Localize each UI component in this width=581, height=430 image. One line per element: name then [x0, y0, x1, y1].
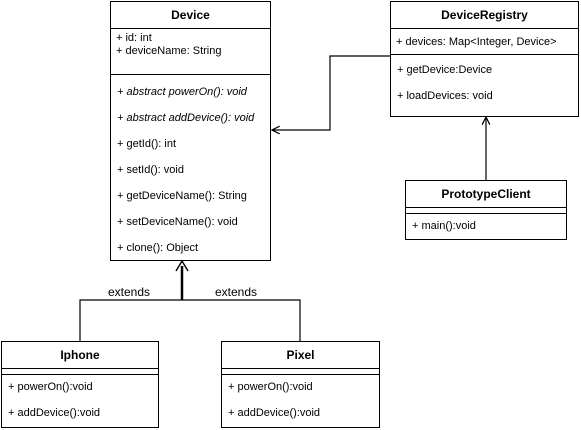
method-adddevice: + addDevice():void [228, 407, 321, 419]
method-poweron: + powerOn():void [228, 381, 313, 393]
attributes-section [2, 369, 158, 375]
class-title: DeviceRegistry [391, 2, 578, 29]
extends-label-left: extends [108, 285, 151, 299]
method-poweron: + powerOn():void [8, 381, 93, 393]
method-getdevicename: + getDeviceName(): String [117, 190, 247, 202]
attribute-devices: + devices: Map<Integer, Device> [396, 36, 557, 48]
class-title: Iphone [2, 342, 158, 369]
iphone-extends-line [79, 299, 182, 341]
methods-section: + powerOn():void + addDevice():void [2, 375, 158, 428]
class-title: Device [111, 2, 270, 29]
method-adddevice: + addDevice():void [8, 407, 101, 419]
attributes-section [222, 369, 379, 375]
class-title: Pixel [222, 342, 379, 369]
method-clone: + clone(): Object [117, 242, 199, 254]
extends-label-right: extends [215, 285, 258, 299]
class-prototypeclient[interactable]: PrototypeClient + main():void [405, 180, 567, 240]
method-adddevice: + abstract addDevice(): void [117, 112, 255, 124]
methods-section: + main():void [406, 214, 566, 240]
class-iphone[interactable]: Iphone + powerOn():void + addDevice():vo… [1, 341, 159, 428]
attributes-section: + devices: Map<Integer, Device> [391, 29, 578, 55]
methods-section: + getDevice:Device + loadDevices: void [391, 55, 578, 117]
pixel-extends-line [182, 299, 301, 341]
method-loaddevices: + loadDevices: void [397, 90, 493, 102]
method-setdevicename: + setDeviceName(): void [117, 216, 238, 228]
methods-section: + abstract powerOn(): void + abstract ad… [111, 75, 270, 261]
method-main: + main():void [412, 220, 476, 232]
method-poweron: + abstract powerOn(): void [117, 86, 247, 98]
attribute-devicename: + deviceName: String [116, 45, 222, 57]
attributes-section [406, 208, 566, 214]
method-getid: + getId(): int [117, 138, 177, 150]
class-pixel[interactable]: Pixel + powerOn():void + addDevice():voi… [221, 341, 380, 428]
methods-section: + powerOn():void + addDevice():void [222, 375, 379, 428]
class-title: PrototypeClient [406, 181, 566, 208]
class-device[interactable]: Device + id: int + deviceName: String + … [110, 1, 271, 261]
method-getdevice: + getDevice:Device [397, 64, 493, 76]
registry-device-association [272, 55, 390, 130]
class-deviceregistry[interactable]: DeviceRegistry + devices: Map<Integer, D… [390, 1, 579, 117]
attribute-id: + id: int [116, 32, 152, 44]
extends-arrow-head [175, 259, 189, 272]
attributes-section: + id: int + deviceName: String [111, 29, 270, 75]
method-setid: + setId(): void [117, 164, 184, 176]
